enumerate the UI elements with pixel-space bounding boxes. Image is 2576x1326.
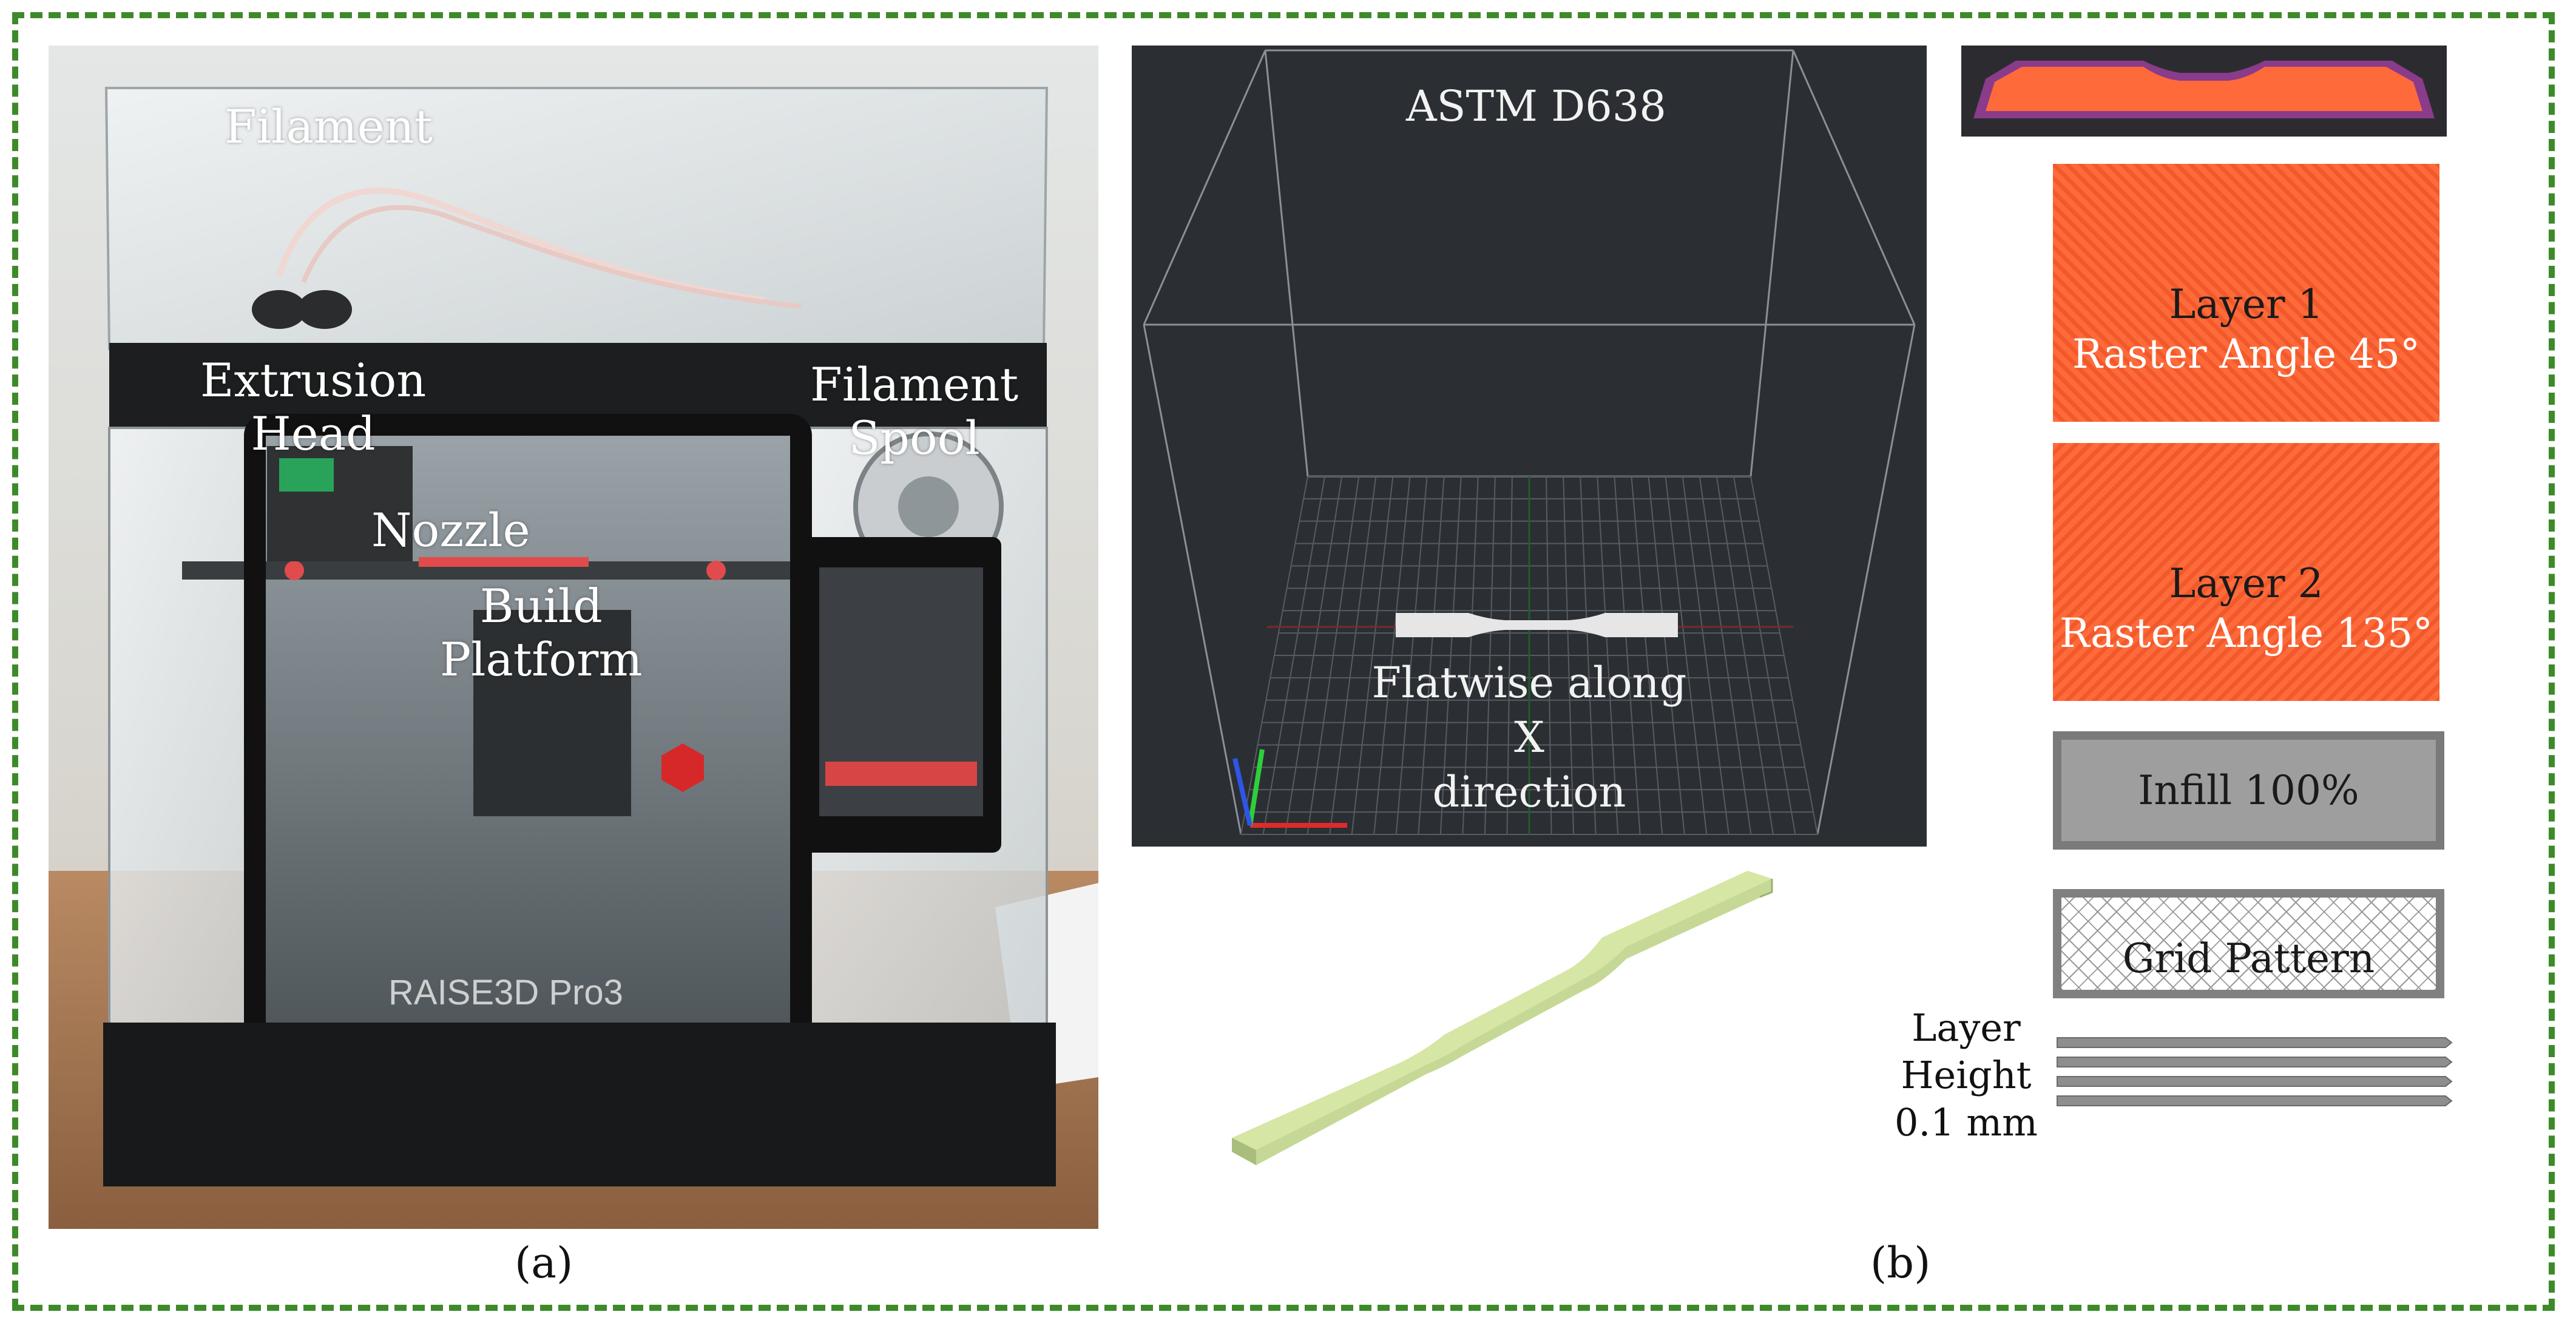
layer2-title: Layer 2 bbox=[2169, 560, 2324, 607]
y-axis-gizmo bbox=[1248, 749, 1265, 826]
orientation-label: Flatwise along X direction bbox=[1371, 658, 1687, 817]
layer2-box: Layer 2 Raster Angle 135° bbox=[2053, 443, 2439, 701]
build-volume-view bbox=[1132, 46, 1927, 847]
infill-label: Infill 100% bbox=[2138, 766, 2359, 814]
label-filament-spool: Filament Spool bbox=[810, 357, 1019, 465]
label-extrusion-head: Extrusion Head bbox=[200, 353, 427, 461]
viewport-title: ASTM D638 bbox=[1406, 81, 1666, 131]
label-filament: Filament bbox=[225, 100, 433, 154]
printer-illustration: RAISE3D Pro3 bbox=[49, 46, 1098, 1229]
infill-box: Infill 100% bbox=[2053, 731, 2444, 850]
slicer-viewport: ASTM D638 Flatwise along X direction bbox=[1132, 46, 1927, 847]
layer1-box: Layer 1 Raster Angle 45° bbox=[2053, 164, 2439, 422]
label-nozzle: Nozzle bbox=[371, 503, 530, 557]
layer-stack-icon bbox=[2057, 1037, 2453, 1106]
figure-frame bbox=[12, 12, 2555, 1311]
grid-pattern-label: Grid Pattern bbox=[2122, 935, 2375, 982]
z-axis-gizmo bbox=[1232, 758, 1253, 826]
layer-height-label: Layer Height 0.1 mm bbox=[1895, 1006, 2038, 1145]
layer1-angle: Raster Angle 45° bbox=[2072, 330, 2421, 377]
grid-pattern-box: Grid Pattern bbox=[2053, 889, 2444, 998]
sliced-specimen-preview bbox=[1961, 46, 2447, 137]
layer2-angle: Raster Angle 135° bbox=[2059, 609, 2433, 657]
specimen-3d bbox=[1232, 871, 1773, 1165]
caption-b: (b) bbox=[1870, 1238, 1931, 1288]
caption-a: (a) bbox=[515, 1238, 573, 1288]
brand-text: RAISE3D Pro3 bbox=[388, 973, 623, 1012]
printer-photo: RAISE3D Pro3 Filament Extrusion Head Fil… bbox=[49, 46, 1098, 1229]
viewport-specimen bbox=[1396, 613, 1678, 637]
layer1-title: Layer 1 bbox=[2169, 280, 2324, 328]
label-build-platform: Build Platform bbox=[440, 579, 643, 686]
